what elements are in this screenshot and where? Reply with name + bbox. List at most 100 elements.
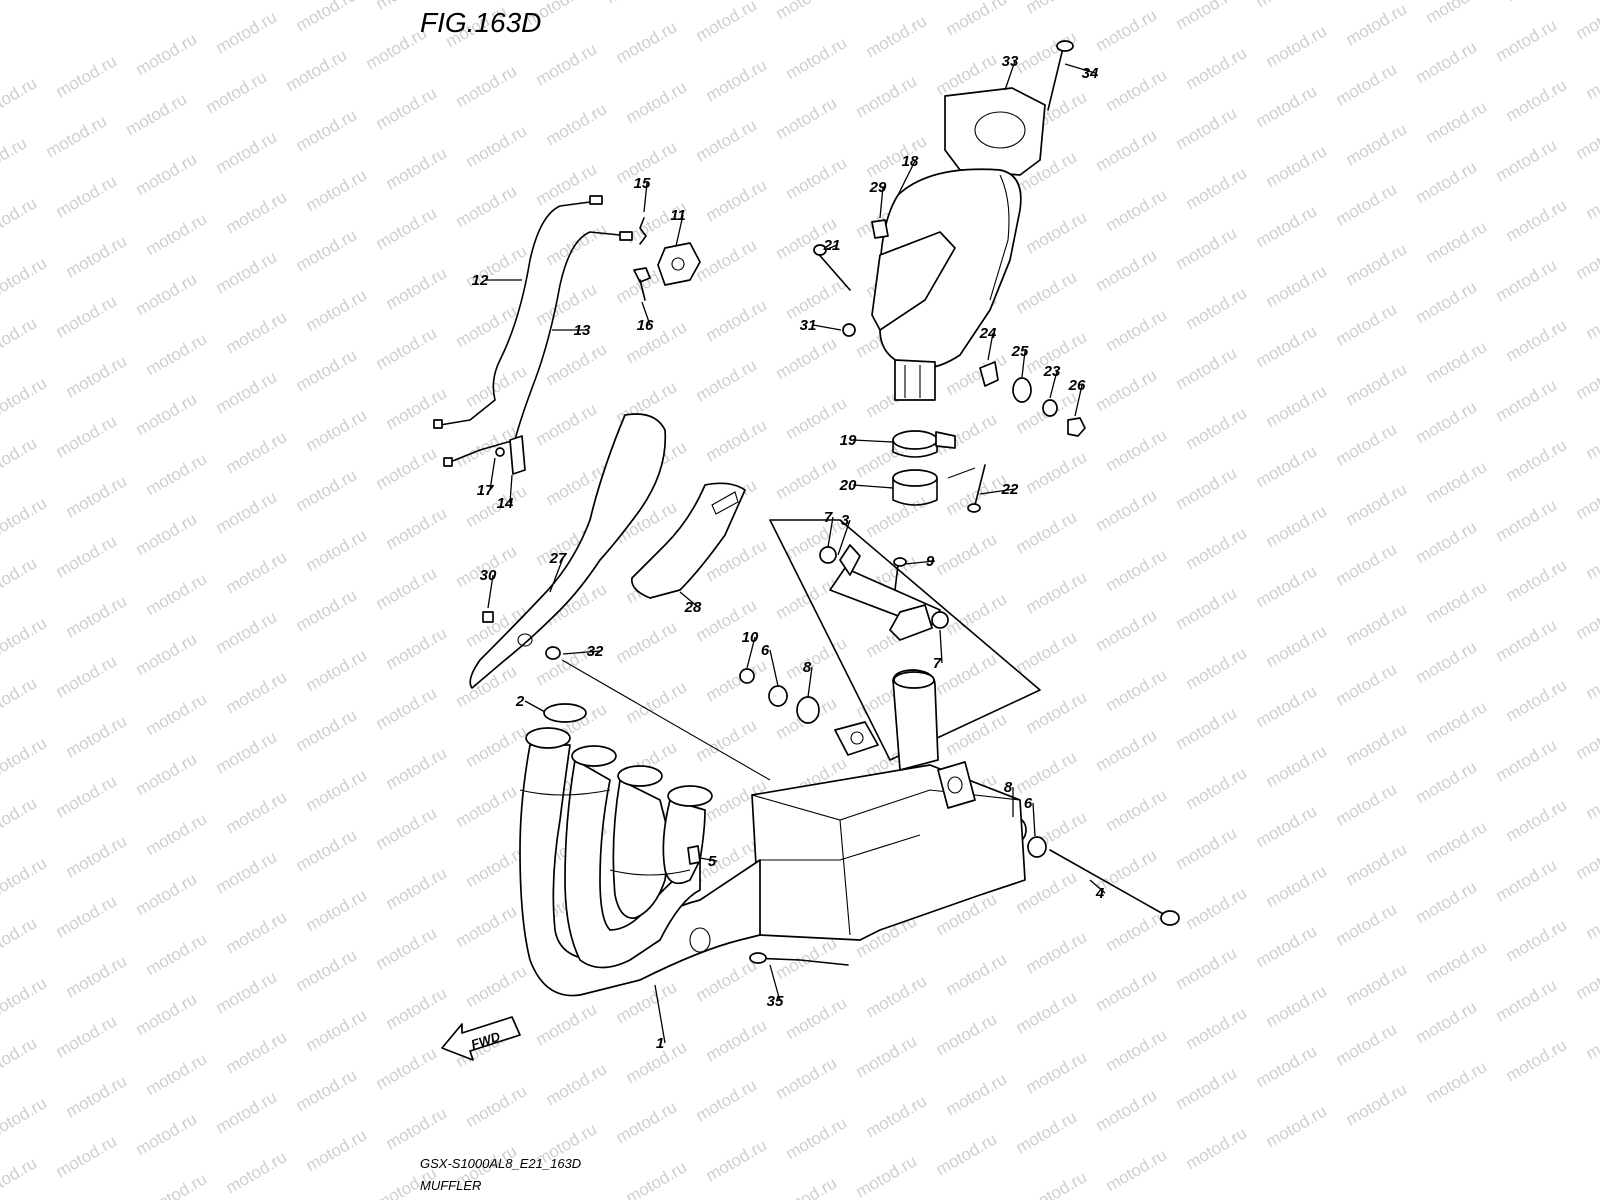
watermark-text: motod.ru (1023, 1047, 1091, 1097)
watermark-text: motod.ru (1503, 75, 1571, 125)
watermark-text: motod.ru (1343, 359, 1411, 409)
watermark-text: motod.ru (703, 655, 771, 705)
callout-leader (1049, 370, 1058, 399)
callout-leader (837, 519, 851, 556)
watermark-text: motod.ru (1183, 163, 1251, 213)
watermark-text: motod.ru (1583, 413, 1600, 463)
watermark-text: motod.ru (133, 29, 201, 79)
watermark-text: motod.ru (0, 853, 50, 903)
watermark-text: motod.ru (1423, 577, 1491, 627)
watermark-text: motod.ru (1183, 523, 1251, 573)
watermark-text: motod.ru (373, 83, 441, 133)
callout-22: 22 (979, 481, 1019, 498)
watermark-text: motod.ru (613, 1097, 681, 1147)
watermark-text: motod.ru (783, 993, 851, 1043)
watermark-text: motod.ru (1333, 419, 1401, 469)
watermark-text: motod.ru (1173, 103, 1241, 153)
watermark-text: motod.ru (1413, 757, 1481, 807)
watermark-text: motod.ru (293, 225, 361, 275)
watermark-text: motod.ru (933, 1009, 1001, 1059)
control-cables-drawing (433, 195, 633, 475)
watermark-text: motod.ru (453, 181, 521, 231)
watermark-text: motod.ru (693, 115, 761, 165)
watermark-text: motod.ru (1023, 207, 1091, 257)
callout-leader (769, 964, 781, 1002)
watermark-text: motod.ru (1423, 697, 1491, 747)
watermark-text: motod.ru (1253, 681, 1321, 731)
watermark-text: motod.ru (1423, 0, 1491, 27)
callout-8: 8 (1004, 779, 1014, 817)
watermark-text: motod.ru (223, 307, 291, 357)
watermark-text: motod.ru (0, 673, 40, 723)
watermark-text: motod.ru (1493, 735, 1561, 785)
callout-number: 18 (902, 153, 919, 170)
watermark-text: motod.ru (1023, 447, 1091, 497)
watermark-text: motod.ru (773, 1053, 841, 1103)
watermark-text: motod.ru (1093, 725, 1161, 775)
callout-33: 33 (1002, 53, 1019, 91)
watermark-text: motod.ru (773, 0, 841, 23)
watermark-text: motod.ru (1013, 507, 1081, 557)
watermark-text: motod.ru (1023, 0, 1091, 17)
watermark-text: motod.ru (1343, 239, 1411, 289)
watermark-text: motod.ru (773, 933, 841, 983)
callout-20: 20 (839, 477, 894, 494)
watermark-text: motod.ru (1183, 43, 1251, 93)
watermark-text: motod.ru (1573, 473, 1600, 523)
watermark-text: motod.ru (1333, 539, 1401, 589)
watermark-text: motod.ru (1263, 21, 1331, 71)
watermark-text: motod.ru (1333, 299, 1401, 349)
watermark-text: motod.ru (1263, 861, 1331, 911)
watermark-text: motod.ru (1103, 1145, 1171, 1195)
callout-24: 24 (979, 325, 997, 361)
watermark-text: motod.ru (223, 1147, 291, 1197)
watermark-text: motod.ru (213, 247, 281, 297)
watermark-text: motod.ru (1093, 125, 1161, 175)
callout-7: 7 (824, 509, 834, 548)
valve-actuator-drawing (633, 217, 701, 301)
watermark-text: motod.ru (453, 301, 521, 351)
watermark-text: motod.ru (1263, 741, 1331, 791)
watermark-text: motod.ru (1343, 1079, 1411, 1129)
callout-leader (549, 557, 564, 593)
watermark-text: motod.ru (1103, 305, 1171, 355)
footer-code: GSX-S1000AL8_E21_163D (420, 1156, 581, 1171)
callout-leader (679, 591, 699, 608)
callout-leader (897, 160, 916, 196)
callout-14: 14 (497, 474, 514, 512)
figure-title: FIG.163D (420, 7, 541, 38)
watermark-text: motod.ru (0, 1153, 40, 1200)
watermark-text: motod.ru (1503, 915, 1571, 965)
watermark-text: motod.ru (373, 1043, 441, 1093)
callout-13: 13 (552, 322, 591, 339)
watermark-text: motod.ru (223, 187, 291, 237)
watermark-text: motod.ru (613, 617, 681, 667)
watermark-text: motod.ru (213, 367, 281, 417)
callout-number: 4 (1095, 885, 1105, 902)
callout-number: 22 (1001, 481, 1019, 498)
watermark-text: motod.ru (1573, 0, 1600, 43)
watermark-text: motod.ru (1013, 747, 1081, 797)
watermark-text: motod.ru (1093, 605, 1161, 655)
watermark-text: motod.ru (943, 1069, 1011, 1119)
watermark-text: motod.ru (63, 711, 131, 761)
watermark-text: motod.ru (1093, 365, 1161, 415)
watermark-text: motod.ru (133, 269, 201, 319)
watermark-text: motod.ru (453, 781, 521, 831)
callout-27: 27 (549, 550, 567, 593)
watermark-text: motod.ru (693, 0, 761, 45)
callout-4: 4 (1089, 879, 1106, 902)
watermark-text: motod.ru (1263, 501, 1331, 551)
watermark-text: motod.ru (1263, 141, 1331, 191)
watermark-text: motod.ru (123, 89, 191, 139)
watermark-text: motod.ru (1263, 621, 1331, 671)
watermark-text: motod.ru (1183, 283, 1251, 333)
callout-number: 23 (1043, 363, 1061, 380)
bracket-drawing (769, 519, 1041, 761)
callout-leader (852, 484, 894, 489)
callout-number: 14 (497, 495, 514, 512)
callout-number: 33 (1002, 53, 1019, 70)
callout-number: 21 (823, 237, 841, 254)
watermark-text: motod.ru (303, 525, 371, 575)
